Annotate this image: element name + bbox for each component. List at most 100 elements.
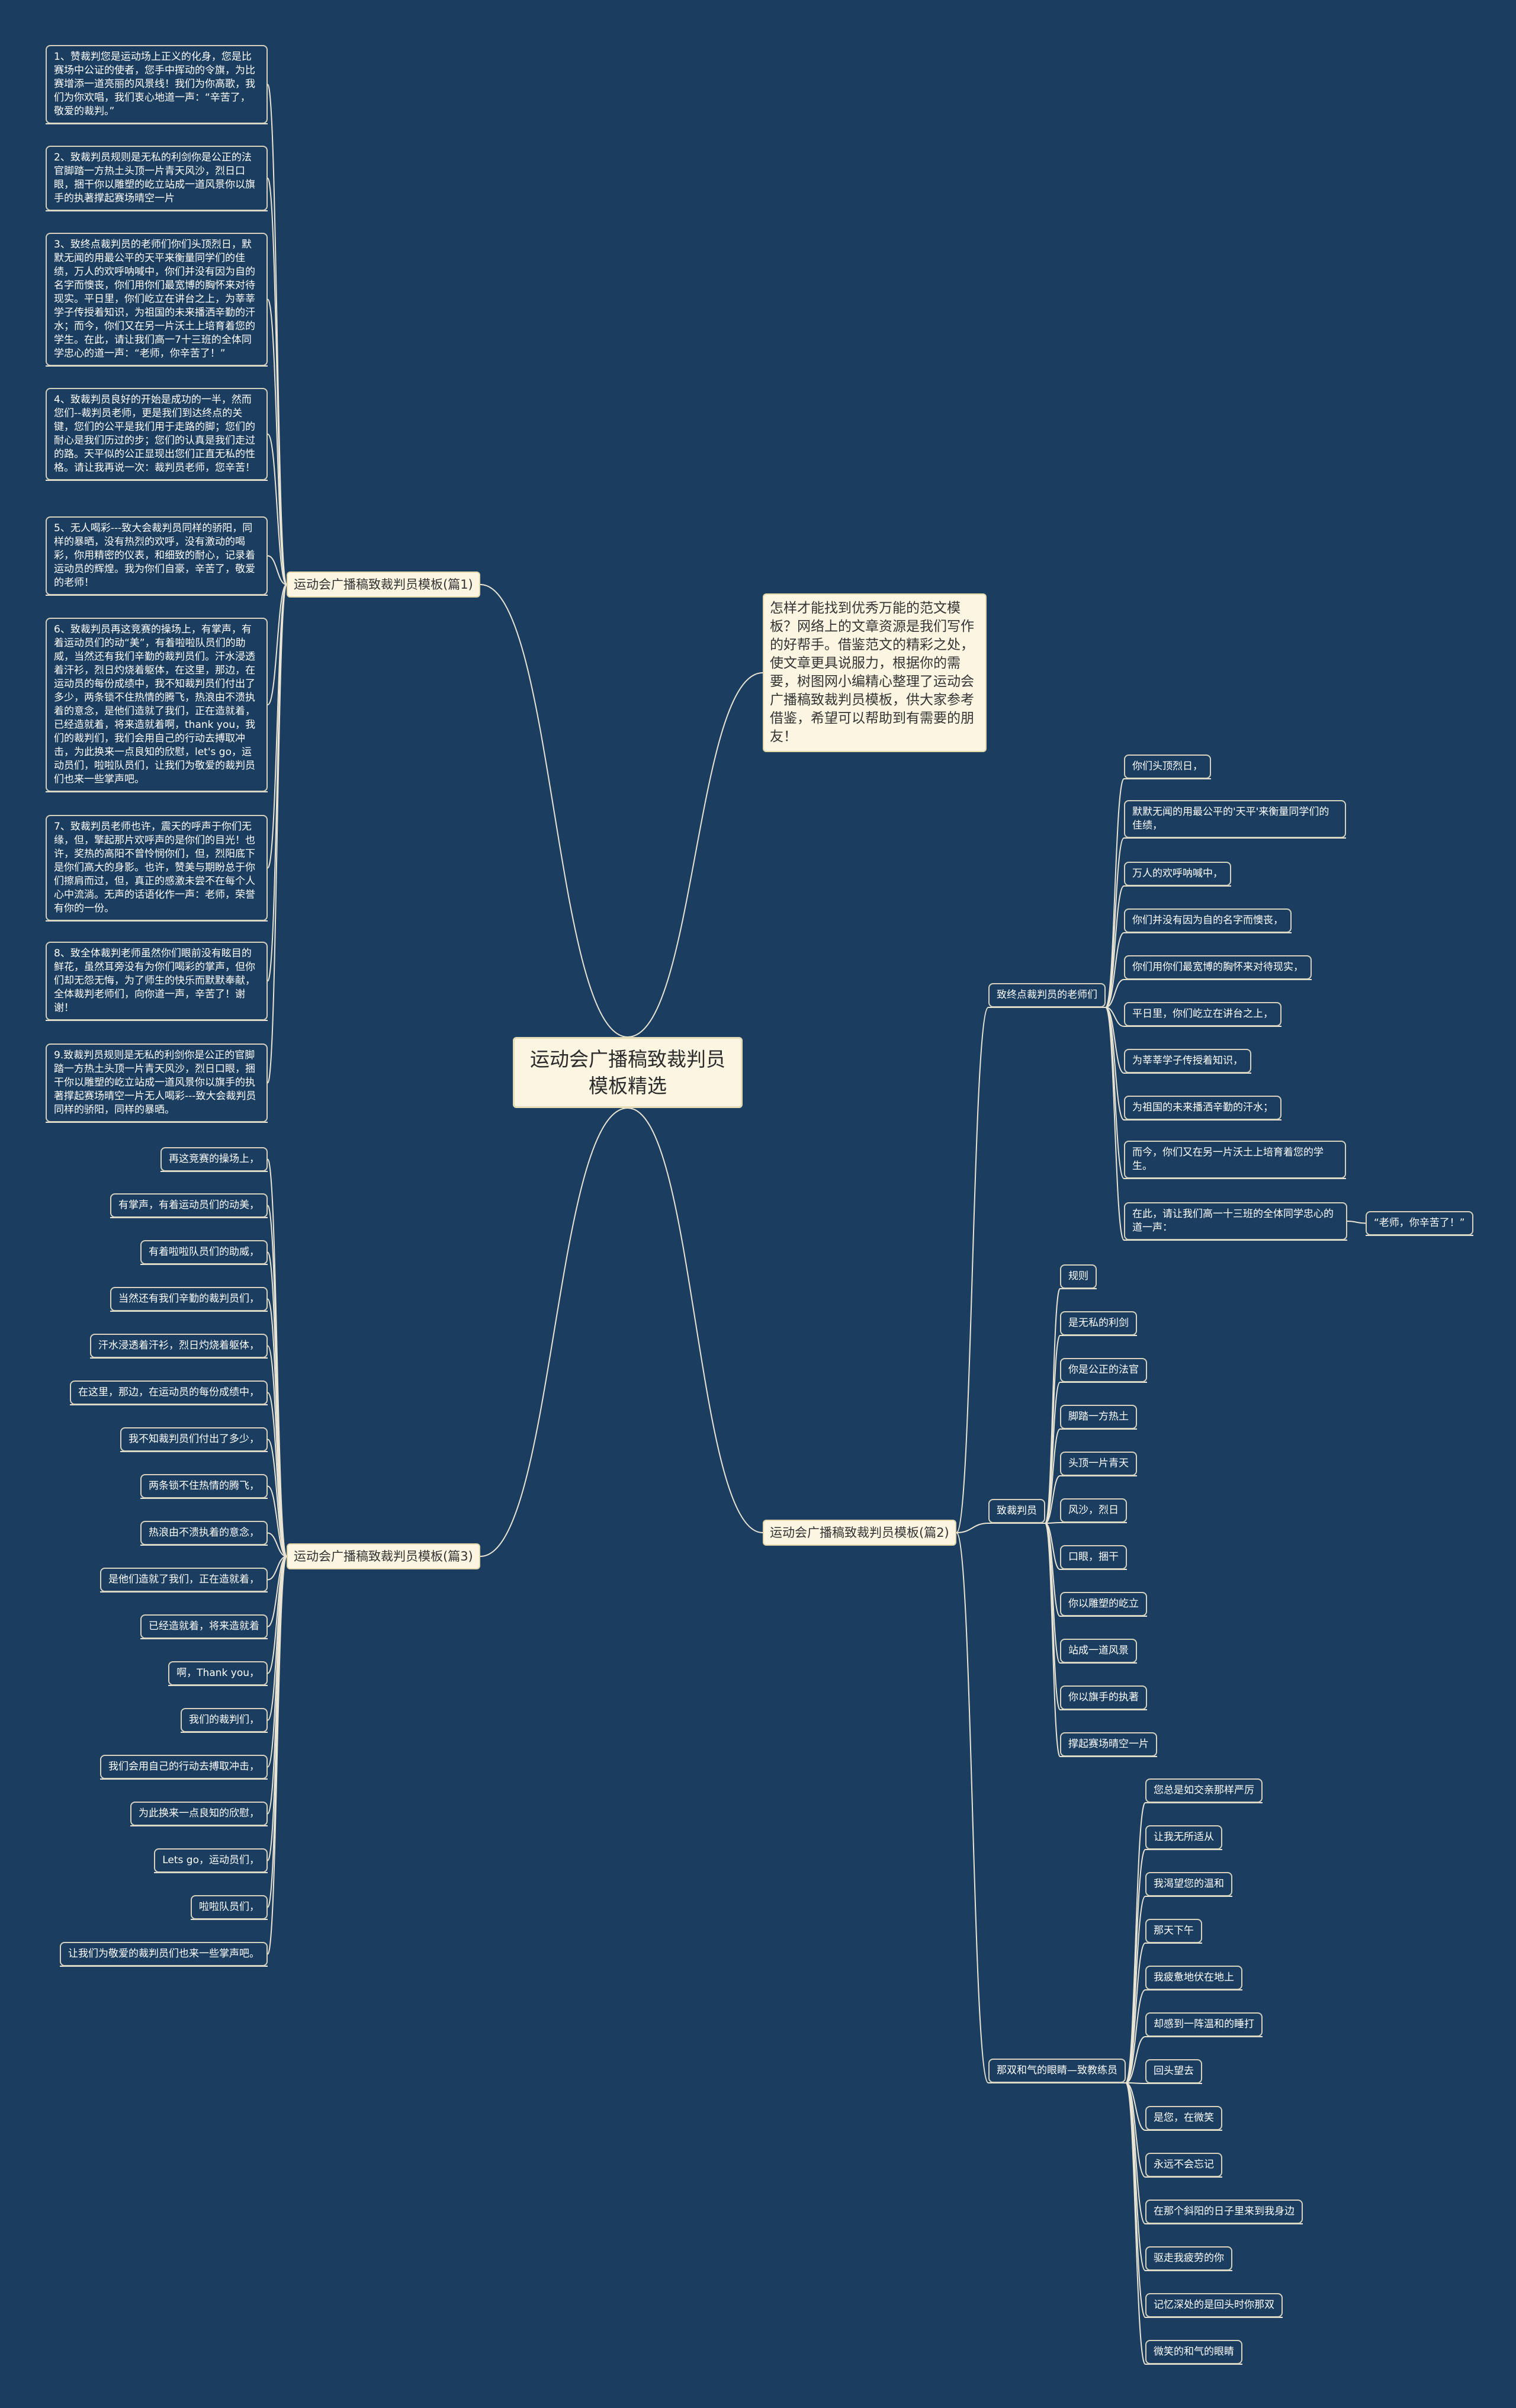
intro-note[interactable]: 怎样才能找到优秀万能的范文模板？网络上的文章资源是我们写作的好帮手。借鉴范文的精… xyxy=(763,593,987,752)
sub-2-item[interactable]: 口眼，捆干 xyxy=(1060,1545,1127,1569)
connector-line xyxy=(627,1107,763,1533)
sub-1-item[interactable]: 为祖国的未来播洒辛勤的汗水； xyxy=(1124,1096,1281,1120)
branch-1-item[interactable]: 2、致裁判员规则是无私的利剑你是公正的法官脚踏一方热土头顶一片青天风沙，烈日口眼… xyxy=(46,146,268,211)
sub-3-item[interactable]: 您总是如交亲那样严厉 xyxy=(1145,1778,1263,1803)
branch-3-item-text: 再这竞赛的操场上， xyxy=(169,1153,259,1165)
branch-1-item[interactable]: 3、致终点裁判员的老师们你们头顶烈日，默默无闻的用最公平的天平来衡量同学们的佳绩… xyxy=(46,233,268,366)
connector-line xyxy=(480,584,628,1038)
sub-3-item[interactable]: 我疲惫地伏在地上 xyxy=(1145,1966,1242,1990)
branch-3-item[interactable]: 汗水浸透着汗衫，烈日灼烧着躯体， xyxy=(90,1334,268,1358)
sub-1-item-text: 为莘莘学子传授着知识， xyxy=(1132,1055,1243,1067)
sub-2-item[interactable]: 规则 xyxy=(1060,1264,1097,1289)
sub-3-item[interactable]: 那天下午 xyxy=(1145,1919,1202,1943)
branch-1-item-text: 2、致裁判员规则是无私的利剑你是公正的法官脚踏一方热土头顶一片青天风沙，烈日口眼… xyxy=(54,152,255,204)
sub-2-item[interactable]: 头顶一片青天 xyxy=(1060,1452,1137,1476)
branch-3-topic[interactable]: 运动会广播稿致裁判员模板(篇3) xyxy=(287,1543,480,1569)
connector-line xyxy=(1125,2036,1146,2083)
sub-3-item-text: 微笑的和气的眼睛 xyxy=(1154,2346,1234,2358)
sub-1-item[interactable]: 为莘莘学子传授着知识， xyxy=(1124,1049,1251,1073)
sub-1-item[interactable]: 在此，请让我们高一十三班的全体同学忠心的道一声： xyxy=(1124,1202,1347,1240)
connector-line xyxy=(267,298,287,585)
branch-3-item[interactable]: 有着啦啦队员们的助威， xyxy=(140,1240,268,1264)
sub-2-item[interactable]: 站成一道风景 xyxy=(1060,1639,1137,1663)
branch-1-item-text: 8、致全体裁判老师虽然你们眼前没有眩目的鲜花，虽然耳旁没有为你们喝彩的掌声，但你… xyxy=(54,948,255,1014)
branch-1-item[interactable]: 5、无人喝彩---致大会裁判员同样的骄阳，同样的暴晒，没有热烈的欢呼，没有激动的… xyxy=(46,516,268,595)
branch-1-item[interactable]: 6、致裁判员再这竞赛的操场上，有掌声，有着运动员们的动“美”，有着啦啦队员们的助… xyxy=(46,618,268,792)
branch-2-topic[interactable]: 运动会广播稿致裁判员模板(篇2) xyxy=(763,1520,956,1546)
branch-3-item[interactable]: Lets go，运动员们， xyxy=(154,1848,268,1873)
sub-1-item[interactable]: 你们头顶烈日， xyxy=(1124,754,1211,779)
branch-2-sub-3[interactable]: 那双和气的眼睛—致教练员 xyxy=(988,2059,1126,2083)
sub-1-item[interactable]: 万人的欢呼呐喊中， xyxy=(1124,862,1231,886)
branch-2-sub-2[interactable]: 致裁判员 xyxy=(988,1499,1045,1523)
branch-1-item-text: 5、无人喝彩---致大会裁判员同样的骄阳，同样的暴晒，没有热烈的欢呼，没有激动的… xyxy=(54,522,255,589)
branch-3-item[interactable]: 啦啦队员们， xyxy=(191,1895,268,1919)
branch-3-item[interactable]: 当然还有我们辛勤的裁判员们， xyxy=(110,1287,268,1311)
branch-3-item[interactable]: 再这竞赛的操场上， xyxy=(160,1147,268,1171)
branch-1-item[interactable]: 1、赞裁判您是运动场上正义的化身，您是比赛场中公证的使者，您手中挥动的令旗，为比… xyxy=(46,45,268,124)
branch-1-item[interactable]: 8、致全体裁判老师虽然你们眼前没有眩目的鲜花，虽然耳旁没有为你们喝彩的掌声，但你… xyxy=(46,942,268,1020)
branch-3-item[interactable]: 我们会用自己的行动去搏取冲击， xyxy=(100,1755,268,1779)
connector-line xyxy=(267,1251,287,1557)
branch-3-label: 运动会广播稿致裁判员模板(篇3) xyxy=(294,1549,473,1563)
sub-1-item[interactable]: 平日里，你们屹立在讲台之上， xyxy=(1124,1002,1281,1026)
branch-3-item[interactable]: 为此换来一点良知的欣慰， xyxy=(130,1802,268,1826)
branch-1-item[interactable]: 9.致裁判员规则是无私的利剑你是公正的官脚踏一方热土头顶一片青天风沙，烈日口眼，… xyxy=(46,1044,268,1122)
sub-2-item[interactable]: 脚踏一方热土 xyxy=(1060,1405,1137,1429)
branch-3-item[interactable]: 啊，Thank you， xyxy=(168,1661,268,1685)
sub-3-item-text: 让我无所适从 xyxy=(1154,1831,1214,1843)
branch-3-item[interactable]: 我们的裁判们， xyxy=(181,1708,268,1732)
branch-1-topic[interactable]: 运动会广播稿致裁判员模板(篇1) xyxy=(287,572,480,598)
sub-3-item[interactable]: 让我无所适从 xyxy=(1145,1825,1222,1850)
sub-3-item[interactable]: 却感到一阵温和的睡打 xyxy=(1145,2012,1263,2037)
branch-3-item[interactable]: 是他们造就了我们，正在造就着， xyxy=(100,1568,268,1592)
branch-3-item[interactable]: 我不知裁判员们付出了多少， xyxy=(120,1427,268,1452)
sub-3-item-text: 我疲惫地伏在地上 xyxy=(1154,1972,1234,1983)
sub-3-item[interactable]: 在那个斜阳的日子里来到我身边 xyxy=(1145,2200,1303,2224)
sub-1-item[interactable]: 默默无闻的用最公平的'天平'来衡量同学们的佳绩， xyxy=(1124,800,1346,838)
branch-3-item[interactable]: 有掌声，有着运动员们的动美， xyxy=(110,1193,268,1218)
sub-3-item[interactable]: 是您，在微笑 xyxy=(1145,2106,1222,2130)
connector-line xyxy=(1105,979,1125,1008)
connector-line xyxy=(1105,1007,1125,1179)
sub-2-item[interactable]: 风沙，烈日 xyxy=(1060,1498,1127,1523)
connector-line xyxy=(267,1485,287,1557)
sub-3-item[interactable]: 我渴望您的温和 xyxy=(1145,1872,1232,1896)
branch-1-item-text: 4、致裁判员良好的开始是成功的一半，然而您们--裁判员老师，更是我们到达终点的关… xyxy=(54,394,255,474)
branch-3-item-text: 是他们造就了我们，正在造就着， xyxy=(108,1574,259,1585)
branch-3-item[interactable]: 在这里，那边，在运动员的每份成绩中， xyxy=(70,1380,268,1405)
connector-line xyxy=(267,1556,287,1581)
connector-line xyxy=(267,178,287,585)
sub-2-item[interactable]: 是无私的利剑 xyxy=(1060,1311,1137,1335)
sub-1-item-text: 默默无闻的用最公平的'天平'来衡量同学们的佳绩， xyxy=(1132,806,1329,831)
sub-3-item-text: 驱走我疲劳的你 xyxy=(1154,2252,1224,2264)
connector-line xyxy=(1125,1989,1146,2083)
sub-1-item[interactable]: 你们用你们最宽博的胸怀来对待现实， xyxy=(1124,955,1312,980)
branch-2-sub-1[interactable]: 致终点裁判员的老师们 xyxy=(988,983,1106,1007)
sub-1-tail-text: “老师，你辛苦了！” xyxy=(1374,1217,1465,1229)
sub-1-item[interactable]: 而今，你们又在另一片沃土上培育着您的学生。 xyxy=(1124,1141,1346,1179)
sub-3-item[interactable]: 回头望去 xyxy=(1145,2059,1202,2083)
branch-3-item[interactable]: 热浪由不溃执着的意念， xyxy=(140,1521,268,1545)
sub-2-item[interactable]: 你以雕塑的屹立 xyxy=(1060,1592,1147,1616)
connector-line xyxy=(480,1107,628,1557)
sub-2-item[interactable]: 撑起赛场晴空一片 xyxy=(1060,1732,1157,1757)
sub-3-item[interactable]: 驱走我疲劳的你 xyxy=(1145,2246,1232,2271)
branch-3-item[interactable]: 两条锁不住热情的腾飞， xyxy=(140,1474,268,1498)
branch-3-item[interactable]: 让我们为敬爱的裁判员们也来一些掌声吧。 xyxy=(60,1942,268,1966)
sub-2-item[interactable]: 你是公正的法官 xyxy=(1060,1358,1147,1382)
connector-line xyxy=(267,584,287,1084)
branch-1-item[interactable]: 7、致裁判员老师也许，震天的呼声于你们无缘，但，擎起那片欢呼声的是你们的目光！也… xyxy=(46,815,268,921)
branch-1-item[interactable]: 4、致裁判员良好的开始是成功的一半，然而您们--裁判员老师，更是我们到达终点的关… xyxy=(46,388,268,480)
sub-2-item[interactable]: 你以旗手的执著 xyxy=(1060,1685,1147,1710)
sub-3-item[interactable]: 永远不会忘记 xyxy=(1145,2153,1222,2177)
branch-3-item[interactable]: 已经造就着，将来造就着 xyxy=(140,1614,268,1639)
sub-1-item[interactable]: 你们并没有因为自的名字而懊丧， xyxy=(1124,908,1292,933)
sub-2-item-text: 站成一道风景 xyxy=(1068,1645,1129,1656)
sub-1-tail[interactable]: “老师，你辛苦了！” xyxy=(1366,1211,1473,1235)
sub-3-item[interactable]: 微笑的和气的眼睛 xyxy=(1145,2340,1242,2364)
sub-3-item[interactable]: 记忆深处的是回头时你那双 xyxy=(1145,2293,1283,2317)
root-topic[interactable]: 运动会广播稿致裁判员模板精选 xyxy=(513,1037,743,1108)
branch-2-sub-1-label: 致终点裁判员的老师们 xyxy=(997,989,1097,1001)
